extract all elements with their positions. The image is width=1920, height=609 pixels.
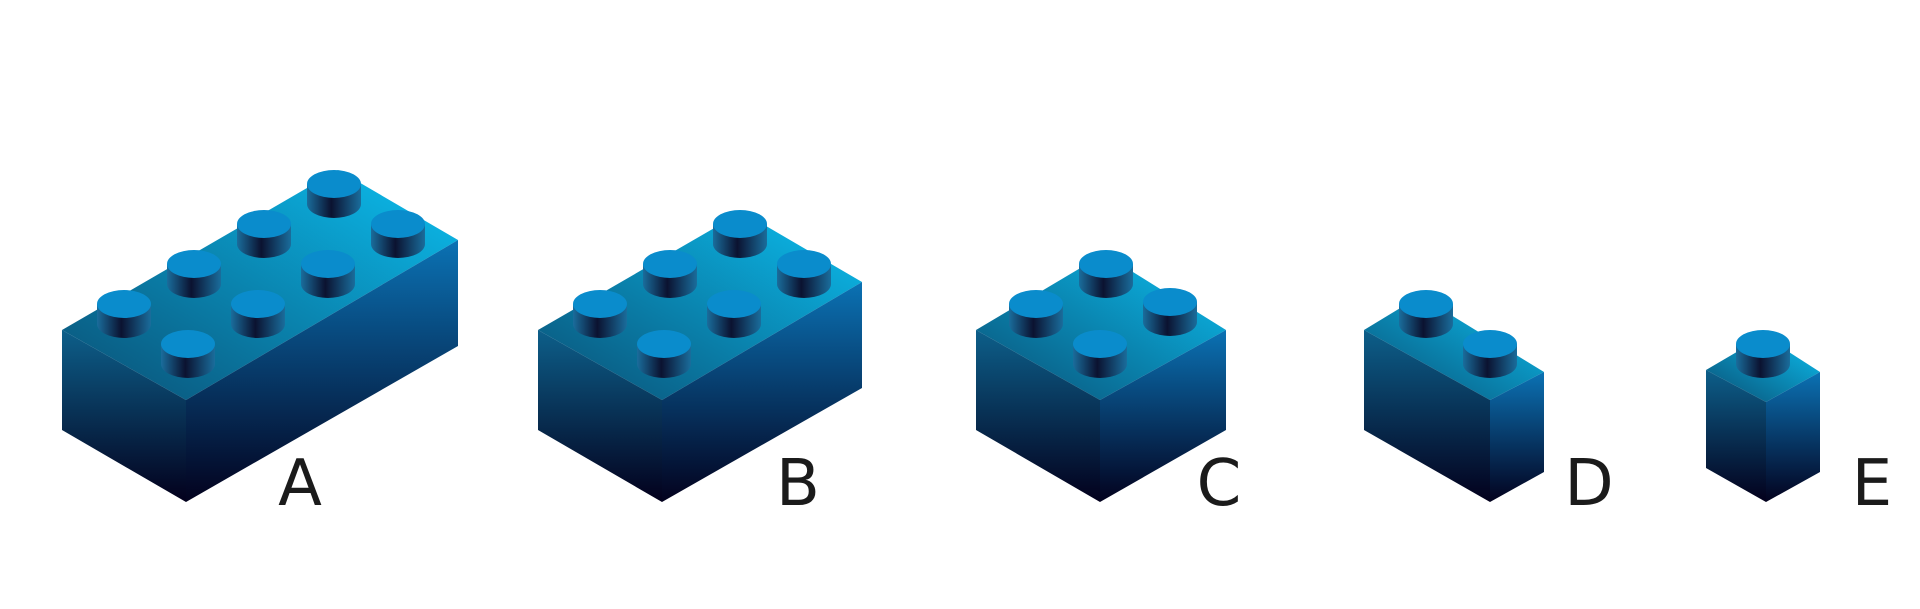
brick-label: B [776, 447, 820, 521]
brick-e: E [1706, 330, 1892, 521]
brick-label: C [1197, 447, 1242, 521]
brick-right-face [1100, 330, 1226, 502]
stud [237, 210, 291, 258]
brick-label: E [1852, 447, 1892, 521]
stud [643, 250, 697, 298]
brick-front-face [1706, 370, 1766, 502]
brick-right-face [1766, 372, 1820, 502]
brick-top-face [62, 170, 458, 400]
stud [713, 210, 767, 258]
stud [301, 250, 355, 298]
stud [1463, 330, 1517, 378]
brick-top-face [976, 254, 1226, 400]
brick-d: D [1364, 290, 1614, 521]
stud [1736, 330, 1790, 378]
stud [637, 330, 691, 378]
stud [97, 290, 151, 338]
stud [167, 250, 221, 298]
stud [1399, 290, 1453, 338]
brick-label: D [1564, 447, 1613, 521]
brick-front-face [538, 330, 662, 502]
brick-right-face [1490, 372, 1544, 502]
brick-label: A [278, 447, 322, 521]
brick-front-face [62, 330, 186, 502]
stud [707, 290, 761, 338]
brick-b: B [538, 210, 862, 521]
brick-right-face [186, 240, 458, 502]
brick-right-face [662, 282, 862, 502]
stud [1009, 290, 1063, 338]
stud [231, 290, 285, 338]
stud [161, 330, 215, 378]
brick-front-face [1364, 330, 1490, 502]
stud [777, 250, 831, 298]
stud [573, 290, 627, 338]
brick-a: A [62, 170, 458, 521]
brick-c: C [976, 250, 1241, 521]
stud [1143, 288, 1197, 336]
brick-front-face [976, 330, 1100, 502]
stud [1079, 250, 1133, 298]
stud [1073, 330, 1127, 378]
stud [371, 210, 425, 258]
stud [307, 170, 361, 218]
